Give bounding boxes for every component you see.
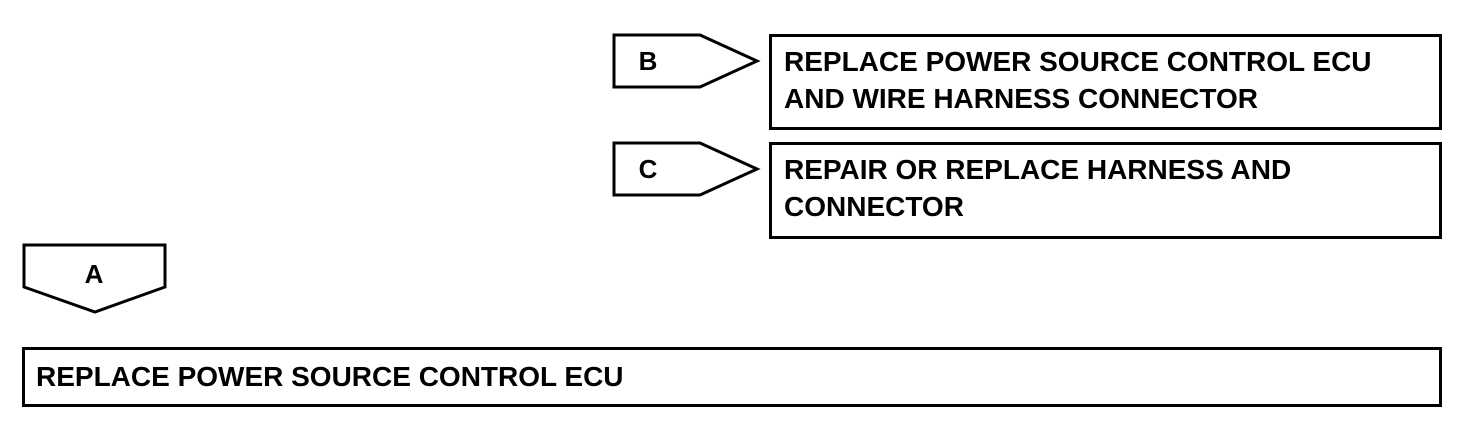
branch-b-result-box <box>769 34 1442 130</box>
branch-a-result-text: REPLACE POWER SOURCE CONTROL ECU <box>36 361 624 392</box>
branch-a-label: A <box>84 259 104 289</box>
branch-c-result-text: REPAIR OR REPLACE HARNESS AND CONNECTOR <box>784 154 1292 222</box>
branch-b-arrow <box>612 33 761 89</box>
branch-c-arrow <box>612 141 761 197</box>
branch-b-result-text: REPLACE POWER SOURCE CONTROL ECU AND WIR… <box>784 46 1372 114</box>
branch-c-result-box <box>769 142 1442 239</box>
branch-b-label: B <box>638 46 658 76</box>
branch-a-arrow <box>22 243 167 314</box>
branch-a-result-box <box>22 347 1442 407</box>
branch-c-label: C <box>638 154 658 184</box>
